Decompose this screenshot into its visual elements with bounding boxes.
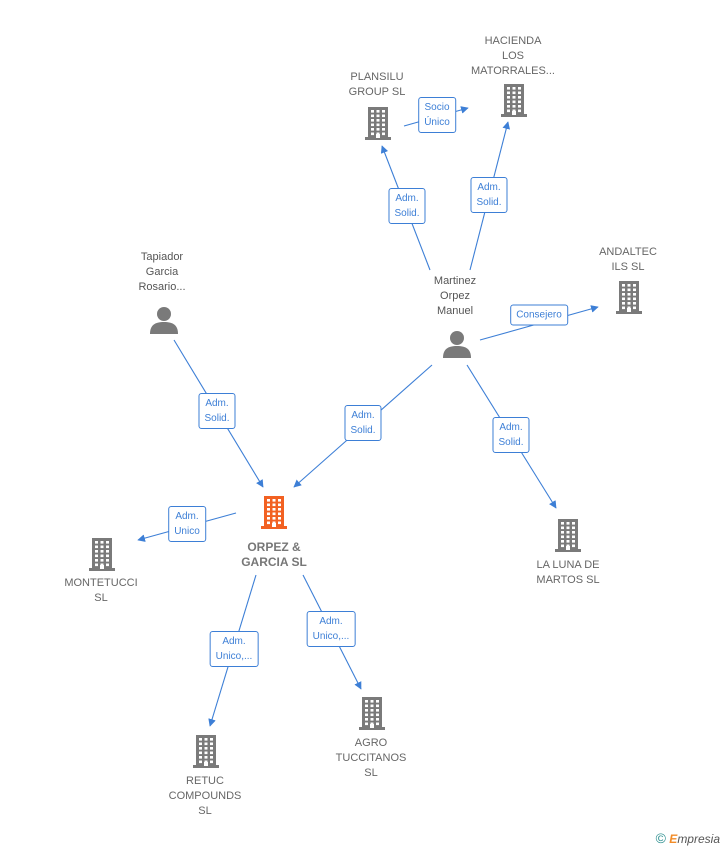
- edge-label-tapiador-orpez[interactable]: Adm. Solid.: [198, 393, 236, 429]
- label-line: Manuel: [436, 305, 474, 317]
- person-icon: [150, 307, 178, 334]
- building-icon: [501, 84, 527, 117]
- edge-label-martinez-plansilu[interactable]: Adm. Solid.: [388, 188, 426, 224]
- edge-label-line: Unico,...: [312, 631, 350, 642]
- label-line: LA LUNA DE: [536, 559, 600, 571]
- retuc-label[interactable]: RETUC COMPOUNDS SL: [169, 774, 242, 819]
- laluna-label[interactable]: LA LUNA DE MARTOS SL: [536, 558, 599, 588]
- building-icon: [89, 538, 115, 571]
- label-line: SL: [364, 767, 378, 779]
- label-line: SL: [94, 592, 108, 604]
- edge-label-line: Socio: [424, 102, 450, 113]
- label-line: AGRO: [354, 737, 388, 749]
- label-line: ILS SL: [611, 261, 645, 273]
- label-line: GROUP SL: [348, 86, 406, 98]
- label-line: PLANSILU: [350, 71, 404, 83]
- footer-brand: © Empresia: [656, 830, 720, 846]
- laluna-icon-box[interactable]: [553, 517, 583, 558]
- building-icon-highlighted: [261, 496, 287, 529]
- edge-label-line: Unico,...: [215, 651, 253, 662]
- label-line: COMPOUNDS: [168, 790, 242, 802]
- person-icon: [443, 331, 471, 358]
- plansilu-icon-box[interactable]: [363, 105, 393, 146]
- agro-icon-box[interactable]: [357, 695, 387, 736]
- label-line: Orpez: [440, 290, 470, 302]
- label-line: RETUC: [186, 775, 224, 787]
- edge-label-martinez-andaltec[interactable]: Consejero: [510, 304, 568, 326]
- label-line: ORPEZ &: [247, 540, 301, 554]
- edge-label-line: Adm.: [395, 193, 419, 204]
- retuc-icon-box[interactable]: [191, 733, 221, 774]
- edge-label-line: Adm.: [477, 182, 501, 193]
- label-line: Rosario...: [138, 281, 186, 293]
- label-line: SL: [198, 805, 212, 817]
- label-line: MARTOS SL: [536, 574, 600, 586]
- copyright-icon: ©: [655, 830, 666, 846]
- label-line: GARCIA SL: [241, 555, 307, 569]
- label-line: MATORRALES...: [471, 65, 555, 77]
- edge-label-line: Consejero: [516, 309, 562, 321]
- building-icon: [193, 735, 219, 768]
- label-line: TUCCITANOS: [335, 752, 407, 764]
- edge-label-martinez-hacienda[interactable]: Adm. Solid.: [470, 177, 508, 213]
- tapiador-icon-box[interactable]: [149, 305, 179, 340]
- andaltec-label[interactable]: ANDALTEC ILS SL: [599, 245, 657, 275]
- label-line: MONTETUCCI: [64, 577, 138, 589]
- edge-label-line: Adm.: [351, 410, 375, 421]
- label-line: LOS: [501, 50, 525, 62]
- building-icon: [616, 281, 642, 314]
- hacienda-label[interactable]: HACIENDA LOS MATORRALES...: [471, 34, 555, 79]
- edge-label-orpez-agro[interactable]: Adm. Unico,...: [306, 611, 356, 647]
- edge-label-line: Solid.: [476, 197, 502, 208]
- edge-label-line: Adm.: [319, 616, 343, 627]
- building-icon: [555, 519, 581, 552]
- edge-label-line: Adm.: [499, 422, 523, 433]
- edge-label-line: Único: [424, 117, 450, 128]
- edge-label-orpez-retuc[interactable]: Adm. Unico,...: [209, 631, 259, 667]
- edge-label-line: Solid.: [394, 208, 420, 219]
- orpez-label[interactable]: ORPEZ &GARCIA SL: [241, 540, 307, 570]
- label-line: Tapiador: [140, 251, 184, 263]
- agro-label[interactable]: AGRO TUCCITANOS SL: [336, 736, 407, 781]
- andaltec-icon-box[interactable]: [614, 279, 644, 320]
- edge-label-orpez-montetucci[interactable]: Adm. Unico: [168, 506, 206, 542]
- label-line: HACIENDA: [484, 35, 542, 47]
- edge-label-line: Solid.: [204, 413, 230, 424]
- brand-logo-letter: E: [669, 832, 678, 846]
- hacienda-icon-box[interactable]: [499, 82, 529, 123]
- montetucci-label[interactable]: MONTETUCCI SL: [64, 576, 137, 606]
- edge-label-line: Unico: [174, 526, 200, 537]
- montetucci-icon-box[interactable]: [87, 536, 117, 577]
- brand-name: mpresia: [677, 832, 720, 846]
- edge-label-line: Adm.: [205, 398, 229, 409]
- edge-label-line: Adm.: [222, 636, 246, 647]
- building-icon: [365, 107, 391, 140]
- edge-label-line: Solid.: [498, 437, 524, 448]
- building-icon: [359, 697, 385, 730]
- edge-label-martinez-laluna[interactable]: Adm. Solid.: [492, 417, 530, 453]
- edge-label-line: Solid.: [350, 425, 376, 436]
- label-line: ANDALTEC: [599, 246, 657, 258]
- edge-label-line: Adm.: [175, 511, 199, 522]
- martinez-icon-box[interactable]: [442, 329, 472, 364]
- label-line: Martinez: [433, 275, 477, 287]
- label-line: Garcia: [145, 266, 179, 278]
- plansilu-label[interactable]: PLANSILU GROUP SL: [349, 70, 406, 100]
- edge-label-martinez-orpez[interactable]: Adm. Solid.: [344, 405, 382, 441]
- orpez-icon-box[interactable]: [259, 494, 289, 535]
